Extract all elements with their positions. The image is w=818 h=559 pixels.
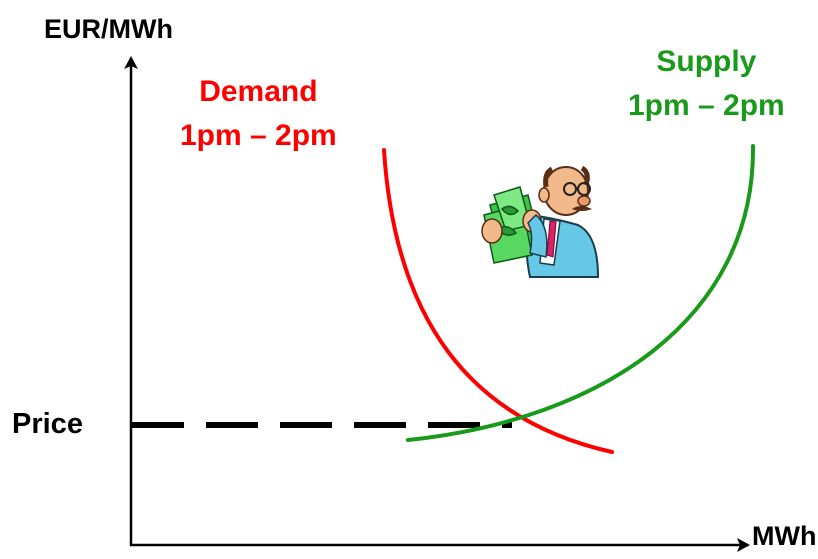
supply-title-line1: Supply xyxy=(656,45,757,78)
supply-title-line2: 1pm – 2pm xyxy=(628,88,785,122)
x-axis-label: MWh xyxy=(752,521,817,551)
demand-title-line2: 1pm – 2pm xyxy=(180,118,337,152)
demand-title: Demand 1pm – 2pm xyxy=(180,70,337,157)
y-axis-label: EUR/MWh xyxy=(44,14,173,44)
price-label: Price xyxy=(12,408,83,440)
supply-title: Supply 1pm – 2pm xyxy=(628,40,785,127)
supply-curve xyxy=(406,144,756,442)
businessman-holding-money-icon xyxy=(481,165,600,278)
demand-curve xyxy=(382,148,614,454)
demand-title-line1: Demand xyxy=(199,75,318,108)
